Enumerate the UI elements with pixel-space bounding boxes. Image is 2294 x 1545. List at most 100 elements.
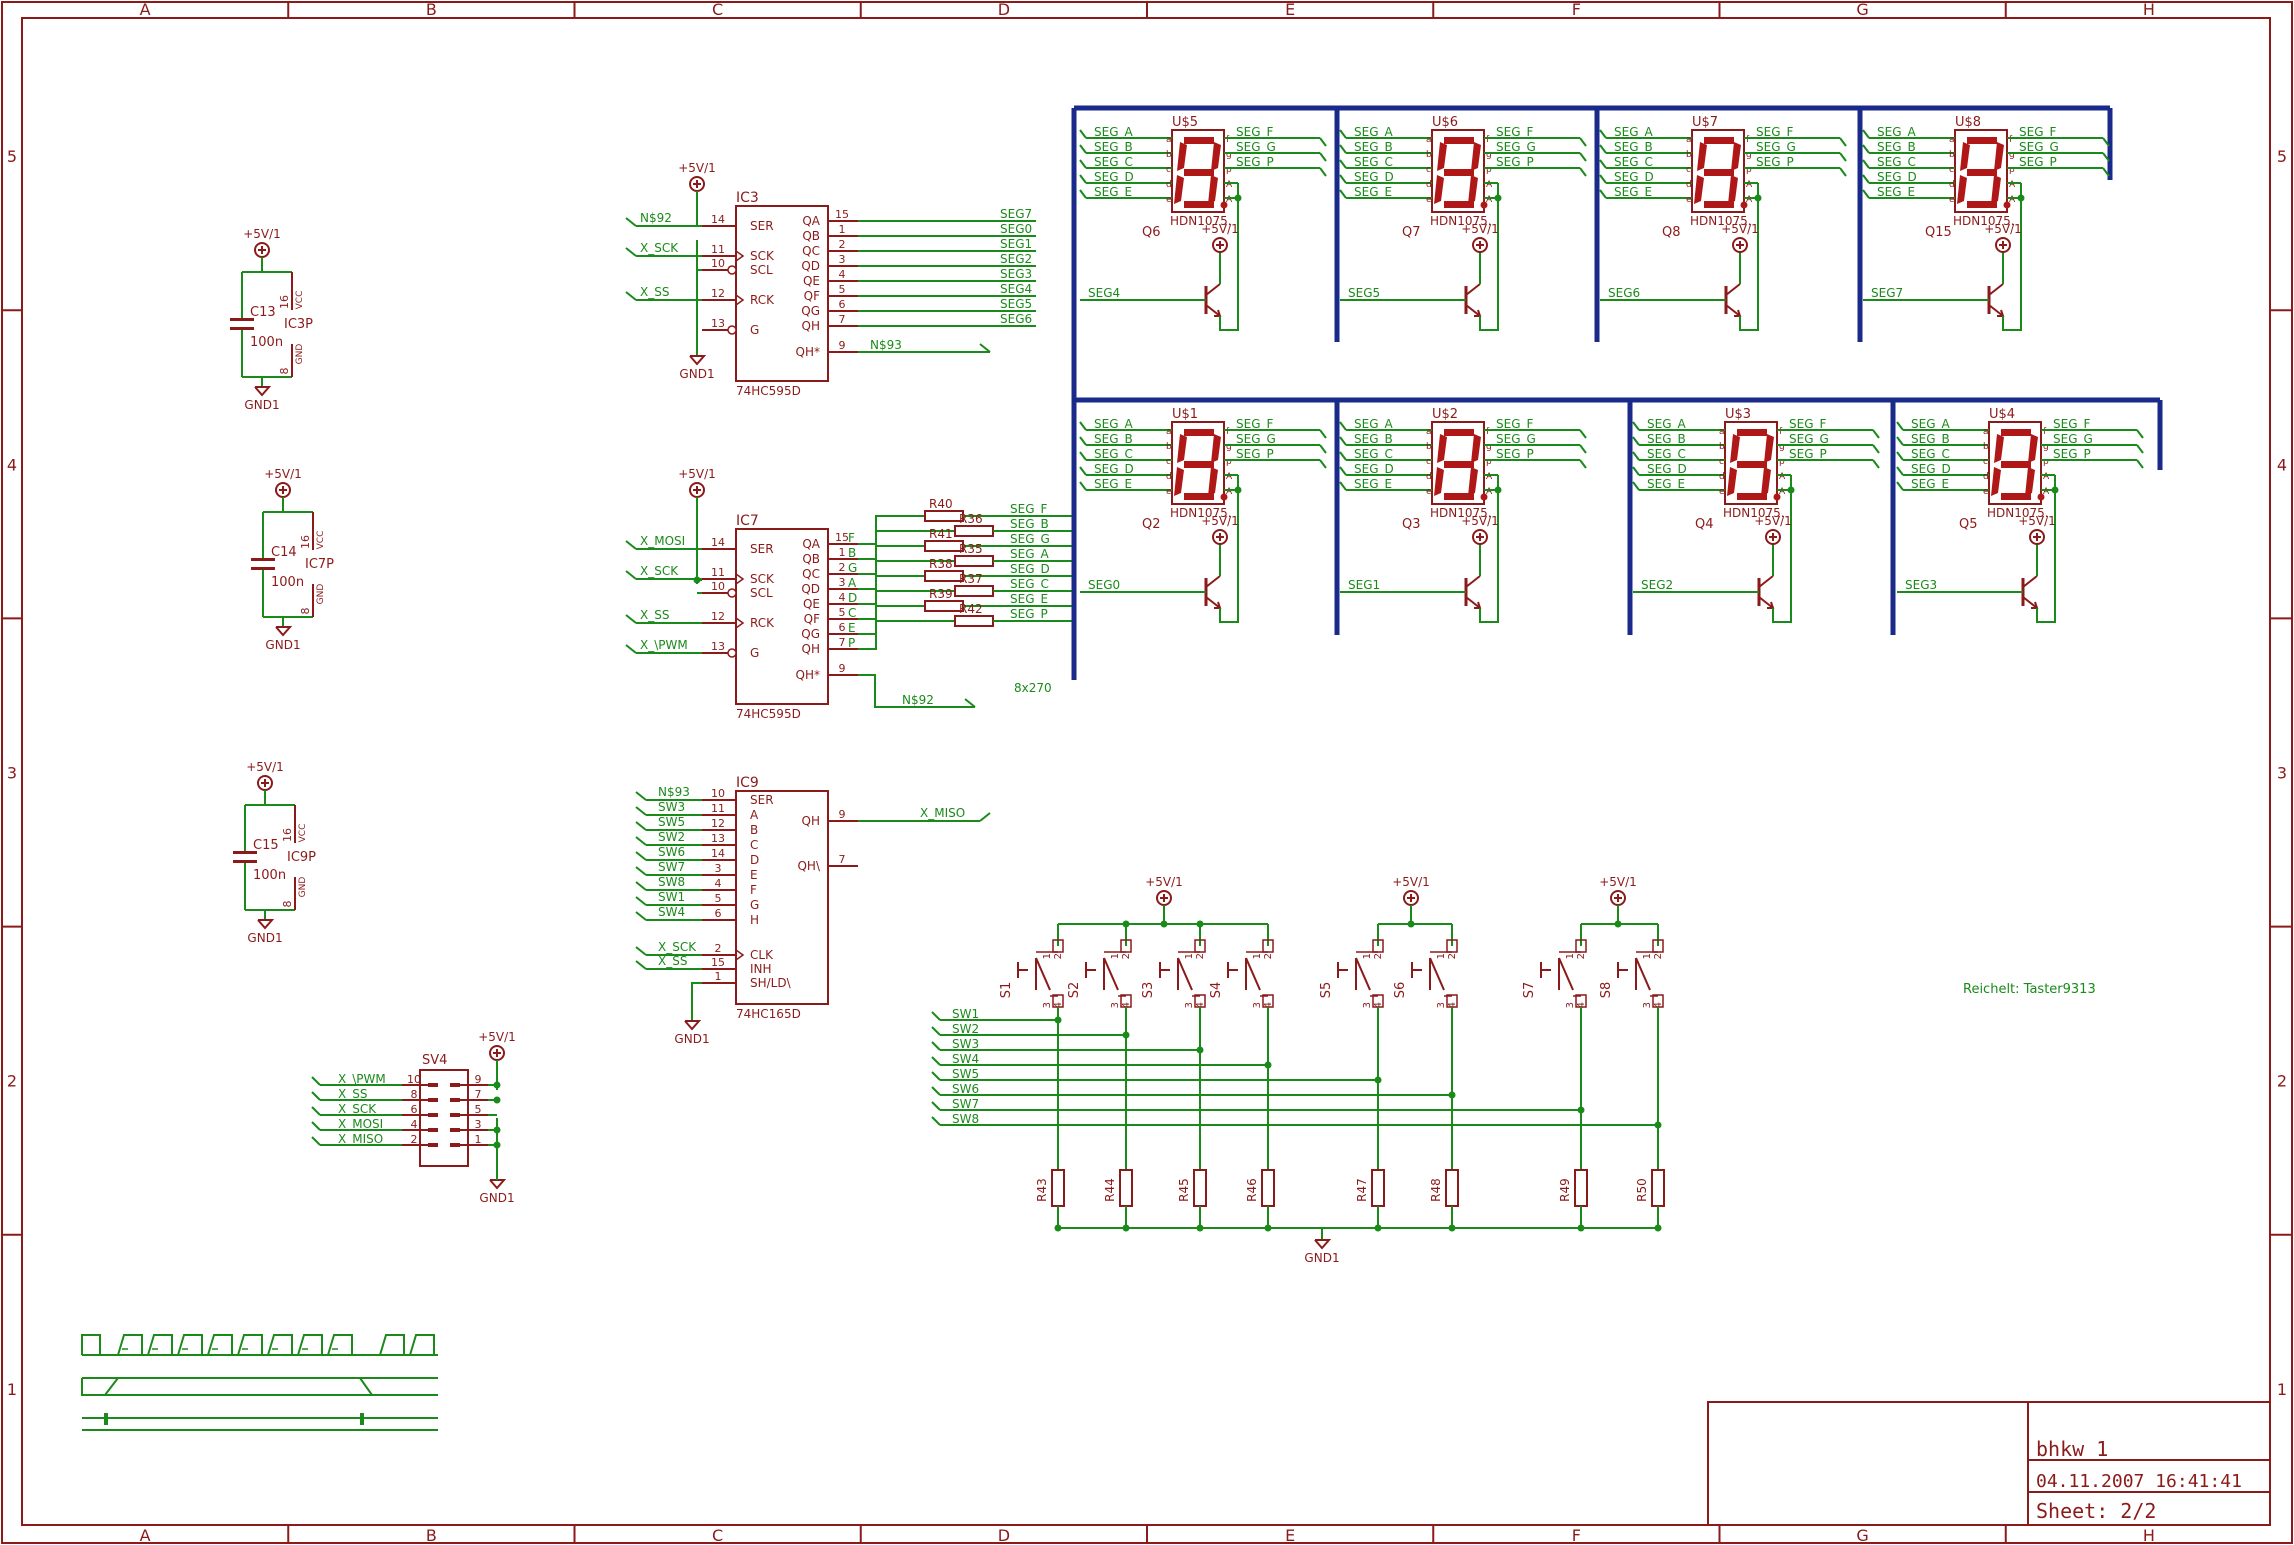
wire xyxy=(625,291,637,301)
power-label: +5V/1 xyxy=(1984,222,2022,236)
wire xyxy=(1339,159,1347,169)
power-symbol-5v: +5V/1 xyxy=(1461,222,1499,253)
wire xyxy=(1079,144,1087,154)
pin-number: 4 xyxy=(715,877,722,890)
segment-bar xyxy=(1728,175,1738,204)
wire xyxy=(1872,459,1880,469)
wire xyxy=(1079,436,1087,446)
title-block-name: bhkw_1 xyxy=(2036,1437,2108,1461)
power-symbol-5v: +5V/1 xyxy=(678,467,716,498)
junction-dot xyxy=(1614,920,1622,928)
capacitor-value: 100n xyxy=(253,868,286,883)
net-label: SW7 xyxy=(658,860,685,874)
ground-label: GND1 xyxy=(1304,1251,1339,1265)
net-label: SEG_C xyxy=(1094,155,1133,169)
net-label: SEG_C xyxy=(1354,447,1393,461)
segment-bar xyxy=(1184,201,1214,208)
pin-letter: A xyxy=(1486,487,1493,497)
pin-number: 2 xyxy=(1373,953,1384,959)
wire xyxy=(1339,436,1347,446)
ground-label: GND1 xyxy=(247,931,282,945)
power-label: +5V/1 xyxy=(246,760,284,774)
display-name: U$7 xyxy=(1692,115,1718,130)
net-label: SEG_C xyxy=(1094,447,1133,461)
pin-name: F xyxy=(750,883,757,897)
power-label: +5V/1 xyxy=(1461,222,1499,236)
segment-bar xyxy=(1967,137,1997,144)
pin-number: 5 xyxy=(839,283,846,296)
wire xyxy=(931,1101,941,1111)
junction-dot xyxy=(2017,194,2025,202)
resistor-icon xyxy=(954,615,994,627)
net-label: SW4 xyxy=(658,905,685,919)
pin-number: 4 xyxy=(839,591,846,604)
frame-column-label: D xyxy=(998,0,1010,19)
segment-bar xyxy=(1730,434,1740,463)
timing-marker xyxy=(360,1413,364,1425)
connector-pin-icon xyxy=(428,1143,438,1147)
net-label: SW6 xyxy=(952,1082,979,1096)
segment-bar xyxy=(1991,467,2001,496)
pin-number: 3 xyxy=(715,862,722,875)
pin-name: VCC xyxy=(295,291,305,310)
pin-number: 5 xyxy=(475,1103,482,1116)
pin-number: 9 xyxy=(839,662,846,675)
wire xyxy=(1862,129,1870,139)
transistor-name: Q2 xyxy=(1142,517,1161,532)
net-label: SEG_G xyxy=(2019,140,2059,154)
power-label: +5V/1 xyxy=(1599,875,1637,889)
switch-lever-icon xyxy=(1635,957,1651,991)
net-label: X_SCK xyxy=(640,241,679,255)
ground-symbol: GND1 xyxy=(679,355,715,381)
net-label: SEG_A xyxy=(1010,547,1049,561)
resistor-name: R48 xyxy=(1429,1178,1443,1202)
pin-number: 10 xyxy=(711,580,725,593)
display-body xyxy=(1171,129,1225,213)
net-label: SEG_B xyxy=(1647,432,1686,446)
pin-letter: e xyxy=(1166,195,1172,205)
pin-number: 11 xyxy=(711,243,725,256)
wire xyxy=(1219,582,1239,623)
pin-number: 5 xyxy=(839,606,846,619)
wire xyxy=(635,806,647,816)
pin-letter: d xyxy=(1426,472,1432,482)
frame-row-label: 2 xyxy=(7,1072,17,1091)
net-label: X_MISO xyxy=(920,806,965,820)
resistor-name: R47 xyxy=(1355,1178,1369,1202)
net-label: SW2 xyxy=(658,830,685,844)
junction-dot xyxy=(1654,1224,1662,1232)
wire xyxy=(1632,436,1640,446)
frame-column-label: A xyxy=(140,0,151,19)
segment-bar xyxy=(1737,429,1767,436)
net-label: SEG_P xyxy=(1496,155,1534,169)
pin-number: 1 xyxy=(1436,953,1447,959)
resistor-icon xyxy=(1371,1169,1385,1207)
power-label: +5V/1 xyxy=(1721,222,1759,236)
wire xyxy=(1599,174,1607,184)
frame-column-label: C xyxy=(712,0,723,19)
segment-bar xyxy=(1994,434,2004,463)
switch-lever-icon xyxy=(1558,957,1574,991)
net-label: SW2 xyxy=(952,1022,979,1036)
ground-triangle-icon xyxy=(1314,1239,1332,1250)
net-label: SEG_A xyxy=(1354,417,1393,431)
display-part: HDN1075. xyxy=(1170,214,1232,228)
net-label: SEG_F xyxy=(1496,125,1533,139)
connector-body xyxy=(419,1069,469,1167)
resistor-name: R42 xyxy=(959,602,983,616)
capacitor-plate-icon xyxy=(233,860,257,863)
junction-dot xyxy=(693,576,701,584)
net-label: SEG5 xyxy=(1000,297,1032,311)
ground-symbol: GND1 xyxy=(479,1179,515,1205)
pin-letter: g xyxy=(1486,150,1492,160)
pin-letter: A xyxy=(1486,180,1493,190)
resistor-name: R49 xyxy=(1558,1178,1572,1202)
wire xyxy=(1632,421,1640,431)
